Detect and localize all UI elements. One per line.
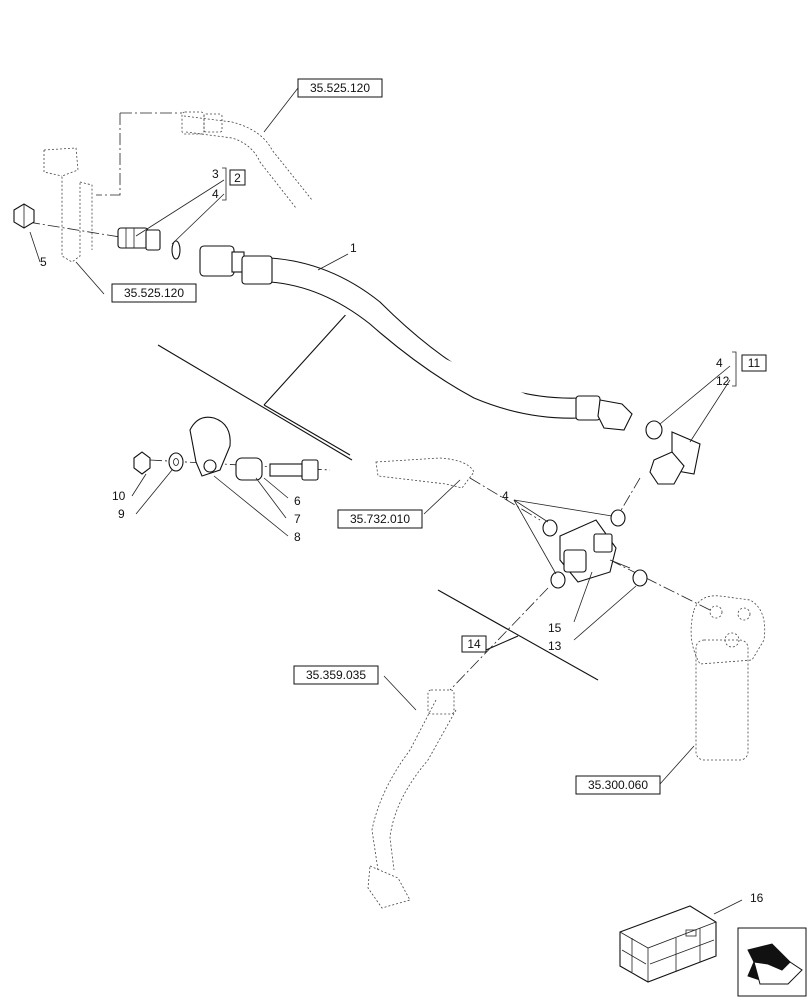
ghost-bracket (43, 147, 93, 263)
ref-text-lower-hose: 35.359.035 (306, 668, 366, 682)
callout-8: 8 (294, 530, 301, 544)
tee-fitting-item-15 (559, 519, 631, 583)
callout-4-right: 4 (716, 356, 723, 370)
bolt-item-6 (269, 459, 319, 481)
o-rings-center (542, 509, 648, 589)
quick-coupling-item-3 (117, 227, 161, 251)
kit-bracket-11 (732, 351, 737, 387)
spacer-item-7 (235, 457, 263, 481)
kit-bracket-2 (222, 167, 227, 201)
ref-label-filter[interactable]: 35.300.060 (575, 775, 661, 795)
callout-12: 12 (716, 374, 730, 388)
callout-4-top: 4 (212, 187, 219, 201)
callout-10: 10 (112, 489, 126, 503)
ref-label-return-pipe[interactable]: 35.732.010 (337, 509, 423, 529)
o-ring-item-4-top (171, 240, 181, 260)
kit-text-14: 14 (467, 637, 481, 651)
hex-nut (13, 203, 35, 229)
callout-13: 13 (548, 639, 562, 653)
callout-16: 16 (750, 891, 764, 905)
ref-text-bracket: 35.525.120 (124, 286, 184, 300)
callout-4-center: 4 (502, 489, 509, 503)
elbow-item-12 (649, 431, 701, 485)
o-ring-item-4-right (645, 420, 663, 440)
callout-3: 3 (212, 167, 219, 181)
kit-text-11: 11 (748, 356, 761, 370)
crate-icon (619, 905, 717, 983)
main-hose-item-1 (199, 245, 633, 431)
kit-box-11[interactable]: 11 (741, 354, 767, 372)
ghost-return-pipe (375, 457, 475, 489)
ghost-lower-hose (367, 689, 457, 909)
ghost-upper-hose (181, 111, 313, 209)
callout-5: 5 (40, 255, 47, 269)
kit-box-14[interactable]: 14 (461, 635, 487, 653)
callout-7: 7 (294, 512, 301, 526)
kit-box-2[interactable]: 2 (229, 169, 246, 186)
section-cut-lines (157, 309, 599, 681)
ghost-filter (690, 595, 766, 761)
next-page-arrow-icon[interactable] (737, 927, 807, 997)
callout-9: 9 (118, 507, 125, 521)
leader-lines (29, 87, 743, 915)
callout-1: 1 (350, 241, 357, 255)
washer-item-9 (168, 452, 184, 472)
nut-item-10 (133, 451, 151, 475)
ref-text-filter: 35.300.060 (588, 778, 648, 792)
callout-numbers: 3 4 5 1 4 12 4 10 9 6 7 8 15 13 16 (40, 167, 764, 905)
ref-label-bracket[interactable]: 35.525.120 (111, 283, 197, 303)
ref-text-top-hose: 35.525.120 (310, 81, 370, 95)
ref-text-return-pipe: 35.732.010 (350, 512, 410, 526)
ref-label-lower-hose[interactable]: 35.359.035 (293, 665, 379, 685)
callout-15: 15 (548, 621, 562, 635)
callout-6: 6 (294, 494, 301, 508)
clamp-item-8 (189, 416, 231, 477)
kit-text-2: 2 (234, 171, 241, 185)
ref-label-top-hose[interactable]: 35.525.120 (297, 78, 383, 98)
